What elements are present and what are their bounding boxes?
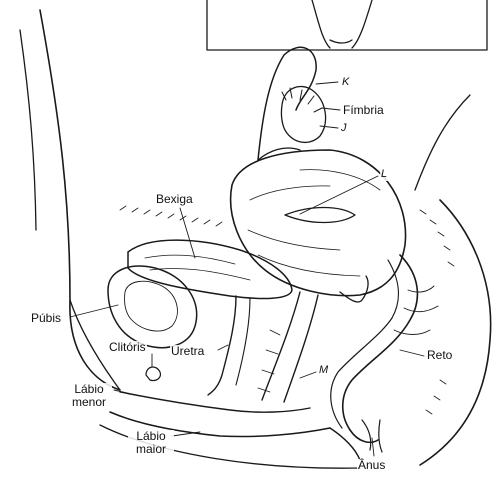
tissue-hatching (120, 206, 454, 414)
rectum-folds (394, 286, 438, 335)
rectum (343, 255, 418, 442)
leader-bexiga (180, 208, 195, 258)
back-line (415, 95, 470, 190)
buttock-outline (420, 200, 491, 465)
bladder-texture (145, 255, 250, 280)
anal-opening (362, 420, 382, 452)
uterine-cavity (285, 208, 355, 223)
label-labio-maior-line2: maior (136, 442, 166, 456)
ovary (281, 86, 325, 142)
rectum-wall (331, 260, 399, 428)
leader-labio-maior (172, 432, 200, 436)
cervix (340, 276, 368, 302)
label-labio-menor-line2: menor (72, 395, 106, 409)
label-k: K (341, 76, 350, 89)
label-m: M (318, 364, 329, 377)
pubic-bone-inner (125, 281, 178, 331)
label-labio-menor: Lábio menor (66, 383, 112, 409)
perineum (330, 428, 360, 460)
leader-labio-menor (114, 390, 140, 396)
pubic-bone (108, 266, 197, 348)
label-uretra: Uretra (170, 345, 205, 358)
label-bexiga: Bexiga (155, 193, 194, 206)
leader-k (316, 82, 338, 84)
label-j: J (340, 122, 348, 135)
abdomen-outline (40, 10, 120, 390)
label-l: L (380, 168, 388, 181)
uterus-hatching (248, 170, 380, 276)
label-clitoris: Clitóris (108, 341, 147, 354)
label-labio-maior: Lábio maior (128, 430, 174, 456)
abdomen-inner-line (20, 30, 36, 230)
leader-reto (400, 350, 424, 356)
clitoris (146, 367, 160, 381)
label-reto: Reto (426, 349, 453, 362)
leader-anus (372, 438, 374, 456)
label-labio-maior-line1: Lábio (136, 429, 165, 443)
vaginal-canal (262, 292, 318, 402)
leader-uretra (218, 345, 228, 350)
label-pubis: Púbis (30, 312, 62, 325)
label-labio-menor-line1: Lábio (74, 382, 103, 396)
urethra (208, 296, 236, 395)
label-anus: Ânus (357, 459, 386, 472)
inset-detail (312, 0, 372, 48)
fallopian-tube (258, 47, 316, 160)
leader-m (300, 372, 316, 378)
leader-j (320, 126, 338, 128)
labia-minora (120, 392, 310, 412)
label-fimbria: Fímbria (342, 104, 385, 117)
urethra-wall (236, 298, 250, 385)
